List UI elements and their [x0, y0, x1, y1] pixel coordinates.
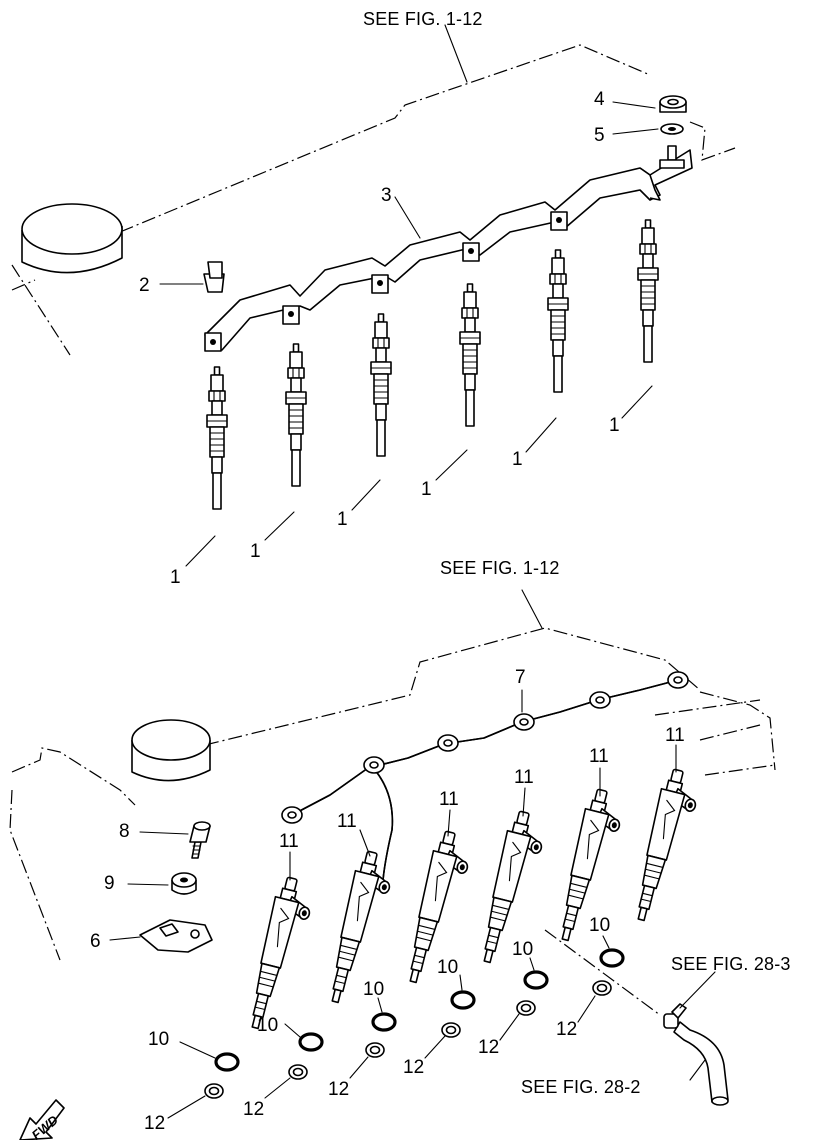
callout-11-e: 11	[589, 746, 609, 767]
callout-4: 4	[594, 89, 605, 110]
callout-10-f: 10	[589, 915, 611, 936]
fwd-arrow-icon	[19, 1099, 65, 1140]
callout-10-a: 10	[148, 1029, 170, 1050]
glow-plugs	[206, 219, 659, 510]
see-fig-1-12-bottom: SEE FIG. 1-12	[440, 558, 560, 578]
injector-gaskets	[214, 948, 625, 1072]
callout-12-c: 12	[328, 1079, 350, 1100]
callout-6: 6	[90, 931, 101, 952]
callout-1-e: 1	[512, 449, 523, 470]
terminal-cap	[203, 261, 225, 293]
callout-11-b: 11	[337, 811, 357, 832]
callout-1-f: 1	[609, 415, 620, 436]
callout-12-f: 12	[556, 1019, 578, 1040]
callout-9: 9	[104, 873, 115, 894]
callout-12-e: 12	[478, 1037, 500, 1058]
callout-12-a: 12	[144, 1113, 166, 1134]
callout-3: 3	[381, 185, 392, 206]
callout-12-b: 12	[243, 1099, 265, 1120]
callout-1-a: 1	[170, 567, 181, 588]
callout-2: 2	[139, 275, 150, 296]
callout-1-d: 1	[421, 479, 432, 500]
see-fig-1-12-top: SEE FIG. 1-12	[363, 9, 483, 29]
callout-10-b: 10	[257, 1015, 279, 1036]
see-fig-28-2: SEE FIG. 28-2	[521, 1077, 641, 1097]
callout-5: 5	[594, 125, 605, 146]
cam-cover-cap-lower	[131, 719, 211, 782]
callout-11-d: 11	[514, 767, 534, 788]
callout-7: 7	[515, 667, 526, 688]
callout-1-b: 1	[250, 541, 261, 562]
washer	[660, 123, 684, 135]
injector-clamp	[139, 919, 213, 953]
return-hose	[663, 1003, 729, 1106]
callout-10-d: 10	[437, 957, 459, 978]
bolt	[189, 821, 211, 859]
callout-12-d: 12	[403, 1057, 425, 1078]
spherical-washer	[171, 872, 197, 895]
callout-10-e: 10	[512, 939, 534, 960]
see-fig-28-3: SEE FIG. 28-3	[671, 954, 791, 974]
injectors	[242, 766, 704, 1035]
glow-plug-lead-plate	[204, 149, 693, 352]
callout-11-a: 11	[279, 831, 299, 852]
nut	[659, 95, 687, 113]
callout-8: 8	[119, 821, 130, 842]
callout-11-f: 11	[665, 725, 685, 746]
fuel-return-pipe	[281, 671, 689, 881]
callout-10-c: 10	[363, 979, 385, 1000]
callout-1-c: 1	[337, 509, 348, 530]
callout-11-c: 11	[439, 789, 459, 810]
cam-cover-cap	[21, 203, 123, 274]
